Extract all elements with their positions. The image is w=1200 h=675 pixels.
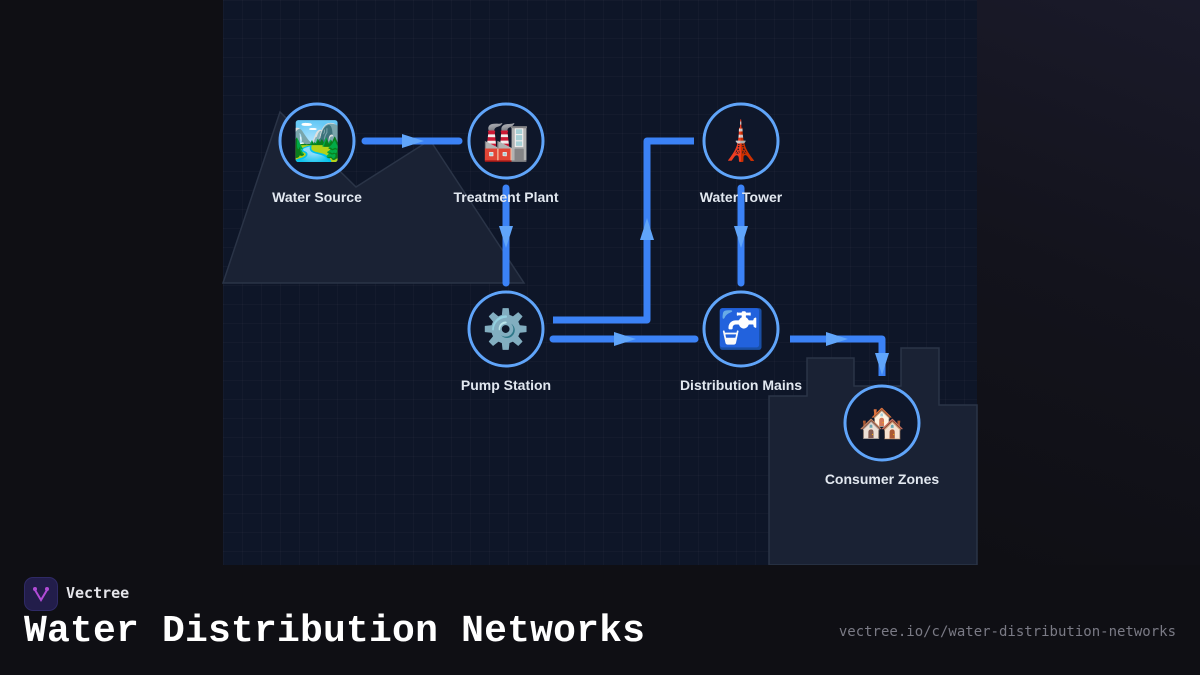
vectree-logo — [24, 577, 58, 611]
arrow-head — [875, 353, 889, 375]
node-circle — [702, 290, 780, 368]
consumer-zones-icon: 🏘️ — [858, 401, 905, 445]
node-water-tower[interactable]: 🗼 Water Tower — [700, 102, 783, 205]
distribution-mains-icon: 🚰 — [717, 307, 764, 351]
node-treatment-plant[interactable]: 🏭 Treatment Plant — [453, 102, 559, 205]
node-circle — [467, 290, 545, 368]
pump-station-icon: ⚙️ — [482, 307, 529, 351]
water-source-icon: 🏞️ — [293, 119, 340, 163]
arrow-head — [640, 218, 654, 240]
arrow-head — [402, 134, 424, 148]
background-gradient — [977, 0, 1200, 565]
edge-pump-tower — [553, 137, 694, 324]
diagram: 🏞️ Water Source 🏭 Treatment Plant 🗼 Water Tow… — [221, 102, 978, 565]
node-distribution-mains[interactable]: 🚰 Distribution Mains — [680, 290, 802, 393]
water-tower-icon: 🗼 — [717, 118, 764, 163]
node-label: Consumer Zones — [825, 471, 940, 487]
node-pump-station[interactable]: ⚙️ Pump Station — [461, 290, 551, 393]
brand-name: Vectree — [66, 584, 130, 602]
arrow-head — [734, 226, 748, 248]
node-label: Water Tower — [700, 189, 783, 205]
node-label: Treatment Plant — [453, 189, 558, 205]
node-circle — [467, 102, 545, 180]
page-url[interactable]: vectree.io/c/water-distribution-networks — [838, 624, 1176, 640]
arrow-head — [499, 226, 513, 248]
node-label: Pump Station — [461, 377, 551, 393]
node-label: Water Source — [272, 189, 362, 205]
node-circle — [702, 102, 780, 180]
arrow-head — [614, 332, 636, 346]
node-circle — [278, 102, 356, 180]
node-consumer-zones[interactable]: 🏘️ Consumer Zones — [825, 384, 940, 487]
treatment-plant-icon: 🏭 — [482, 119, 529, 163]
node-label: Distribution Mains — [680, 377, 802, 393]
node-circle — [843, 384, 921, 462]
page-title: Water Distribution Networks — [24, 610, 646, 653]
arrow-head — [826, 332, 848, 346]
node-water-source[interactable]: 🏞️ Water Source — [272, 102, 362, 205]
